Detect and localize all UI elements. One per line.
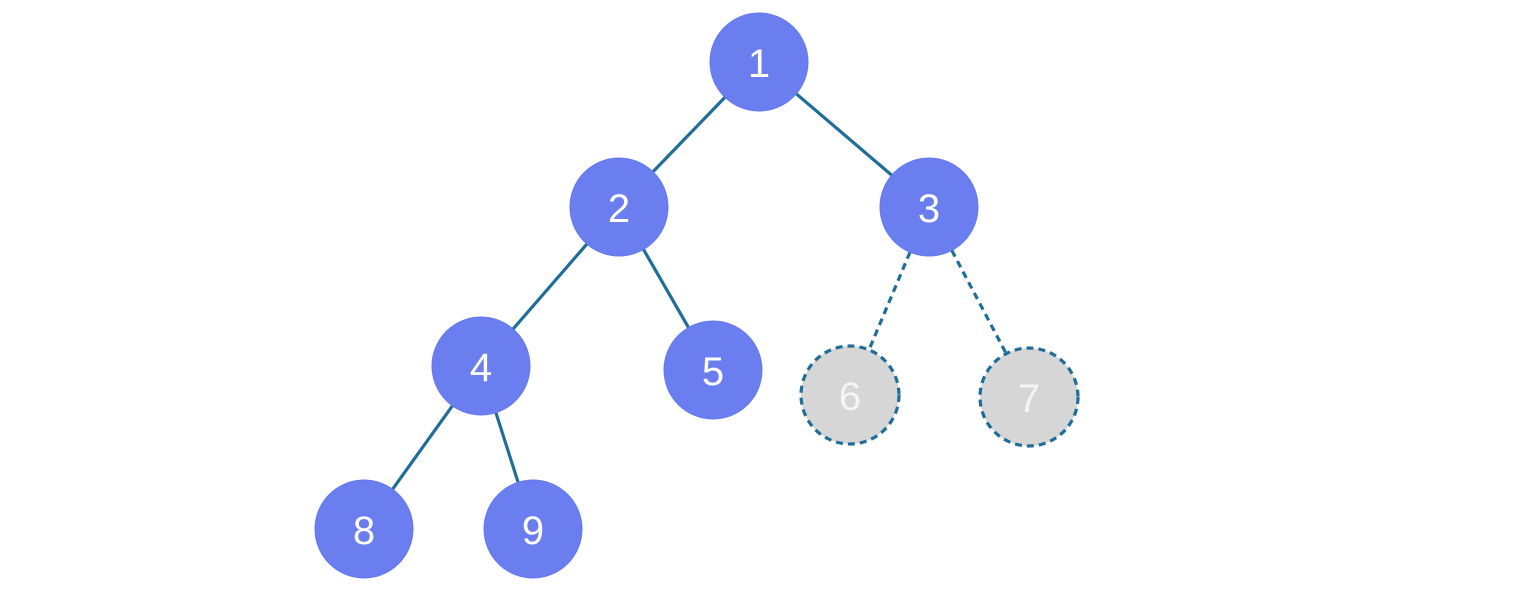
edge-2-4 [511, 242, 589, 331]
tree-node-9: 9 [483, 479, 583, 579]
edge-1-2 [651, 95, 727, 174]
nodes-layer: 1 2 3 4 5 6 7 8 9 [314, 12, 1080, 579]
node-label-6: 6 [839, 375, 861, 419]
node-label-3: 3 [918, 187, 940, 231]
edge-4-9 [494, 411, 520, 484]
node-label-2: 2 [608, 187, 630, 231]
edge-4-8 [391, 404, 454, 491]
node-label-1: 1 [748, 42, 770, 86]
edges-layer [391, 92, 1008, 491]
node-circle-2 [569, 157, 669, 257]
node-circle-7 [978, 346, 1080, 448]
tree-node-4: 4 [431, 316, 531, 416]
node-circle-1 [709, 12, 809, 112]
edge-3-6 [867, 251, 912, 351]
node-circle-6 [799, 344, 901, 446]
node-circle-4 [431, 316, 531, 416]
edge-3-7 [950, 249, 1008, 355]
node-label-9: 9 [522, 509, 544, 553]
tree-node-1: 1 [709, 12, 809, 112]
node-label-7: 7 [1018, 377, 1040, 421]
tree-node-8: 8 [314, 479, 414, 579]
edge-2-5 [641, 247, 691, 330]
tree-node-2: 2 [569, 157, 669, 257]
node-label-5: 5 [702, 350, 724, 394]
tree-node-5: 5 [663, 320, 763, 420]
node-circle-3 [879, 157, 979, 257]
node-label-4: 4 [470, 346, 492, 390]
node-circle-8 [314, 479, 414, 579]
node-circle-5 [663, 320, 763, 420]
node-circle-9 [483, 479, 583, 579]
edge-1-3 [794, 92, 894, 177]
node-label-8: 8 [353, 509, 375, 553]
tree-node-6: 6 [799, 344, 901, 446]
tree-node-3: 3 [879, 157, 979, 257]
tree-node-7: 7 [978, 346, 1080, 448]
